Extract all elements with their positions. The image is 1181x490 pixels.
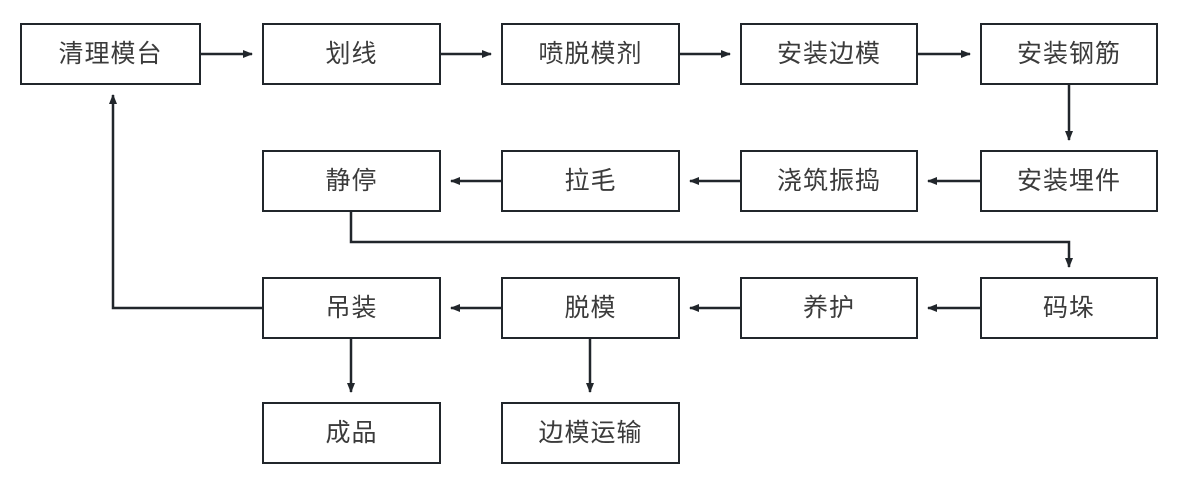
node-label: 安装埋件 <box>1016 166 1121 195</box>
node-bianmoyunshu[interactable]: 边模运输 <box>501 402 680 464</box>
node-label: 码垛 <box>1042 293 1095 322</box>
node-tuomo[interactable]: 脱模 <box>501 277 680 339</box>
node-yanghu[interactable]: 养护 <box>740 277 918 339</box>
node-jiaozhuzhendao[interactable]: 浇筑振捣 <box>740 150 918 212</box>
node-lamao[interactable]: 拉毛 <box>501 150 680 212</box>
node-label: 拉毛 <box>564 166 617 195</box>
edge-diaozhuang-to-qinglimotai-feedback <box>109 94 262 310</box>
node-label: 静停 <box>325 166 378 195</box>
node-label: 安装钢筋 <box>1016 39 1121 68</box>
node-anzhuangmaijian[interactable]: 安装埋件 <box>980 150 1158 212</box>
node-label: 成品 <box>325 418 378 447</box>
node-huaxian[interactable]: 划线 <box>262 23 441 85</box>
node-anzhuangbianmo[interactable]: 安装边模 <box>740 23 918 85</box>
edge-jingting-to-madui <box>349 212 1073 268</box>
node-jingting[interactable]: 静停 <box>262 150 441 212</box>
node-label: 清理模台 <box>58 39 163 68</box>
node-label: 划线 <box>325 39 378 68</box>
node-diaozhuang[interactable]: 吊装 <box>262 277 441 339</box>
node-qinglimotai[interactable]: 清理模台 <box>20 23 201 85</box>
node-label: 养护 <box>802 293 855 322</box>
node-anzhuanggangjin[interactable]: 安装钢筋 <box>980 23 1158 85</box>
node-pentuomoji[interactable]: 喷脱模剂 <box>501 23 680 85</box>
node-label: 边模运输 <box>538 418 643 447</box>
node-label: 脱模 <box>564 293 617 322</box>
node-label: 安装边模 <box>776 39 881 68</box>
node-label: 浇筑振捣 <box>776 166 881 195</box>
node-label: 喷脱模剂 <box>538 39 643 68</box>
node-madui[interactable]: 码垛 <box>980 277 1158 339</box>
node-label: 吊装 <box>325 293 378 322</box>
node-chengpin[interactable]: 成品 <box>262 402 441 464</box>
